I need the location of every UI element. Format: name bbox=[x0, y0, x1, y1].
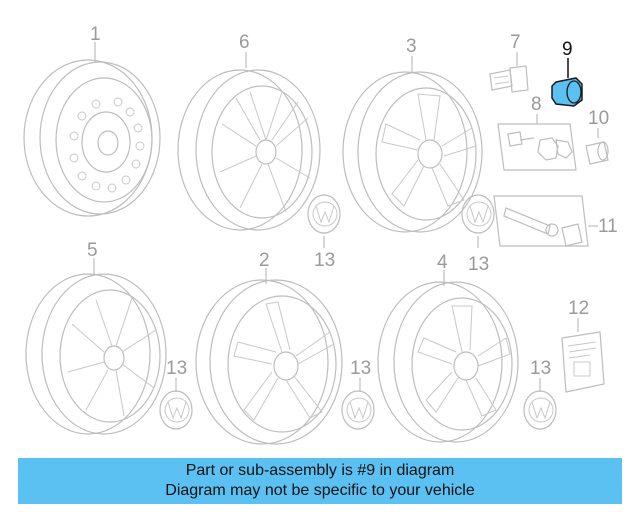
alloy-wheel-part-5[interactable] bbox=[25, 258, 167, 435]
callout-7: 7 bbox=[510, 32, 521, 53]
alloy-wheel-part-4[interactable] bbox=[377, 270, 519, 443]
nut-cap-part-10[interactable] bbox=[585, 128, 609, 165]
lock-bolt-set-part-8[interactable] bbox=[497, 114, 577, 171]
callout-1: 1 bbox=[90, 24, 101, 45]
wheel-bolt-part-7[interactable] bbox=[489, 52, 529, 93]
callout-10: 10 bbox=[588, 108, 609, 129]
center-cap-part-13[interactable] bbox=[307, 194, 341, 248]
valve-stem-part-11[interactable] bbox=[493, 195, 598, 247]
callout-13-c: 13 bbox=[166, 358, 187, 379]
wheel-parts-diagram: 1 6 13 3 13 7 bbox=[23, 24, 618, 445]
center-cap-part-13[interactable] bbox=[523, 378, 557, 430]
callout-13-b: 13 bbox=[468, 254, 489, 275]
callout-3: 3 bbox=[406, 36, 417, 57]
tire-pressure-label-part-12[interactable] bbox=[561, 318, 605, 393]
banner-line-1: Part or sub-assembly is #9 in diagram bbox=[185, 462, 455, 479]
callout-13-a: 13 bbox=[314, 250, 335, 271]
callout-11: 11 bbox=[598, 216, 618, 237]
alloy-wheel-part-3[interactable] bbox=[342, 56, 483, 233]
callout-8: 8 bbox=[531, 94, 542, 115]
callout-2: 2 bbox=[259, 250, 270, 271]
steel-wheel-part-1[interactable] bbox=[23, 42, 161, 217]
callout-13-e: 13 bbox=[530, 358, 551, 379]
center-cap-part-13[interactable] bbox=[341, 378, 375, 430]
alloy-wheel-part-2[interactable] bbox=[195, 268, 343, 445]
center-cap-part-13[interactable] bbox=[159, 378, 193, 430]
callout-13-d: 13 bbox=[350, 358, 371, 379]
callout-4: 4 bbox=[437, 252, 448, 273]
callout-6: 6 bbox=[239, 32, 250, 53]
callout-5: 5 bbox=[87, 240, 98, 261]
callout-12: 12 bbox=[568, 298, 589, 319]
callout-9: 9 bbox=[562, 39, 573, 60]
alloy-wheel-part-6[interactable] bbox=[177, 52, 321, 231]
info-banner: Part or sub-assembly is #9 in diagram Di… bbox=[18, 458, 622, 504]
lug-nut-part-9-highlighted[interactable] bbox=[551, 58, 583, 107]
center-cap-part-13[interactable] bbox=[461, 194, 495, 248]
banner-line-2: Diagram may not be specific to your vehi… bbox=[165, 482, 475, 499]
